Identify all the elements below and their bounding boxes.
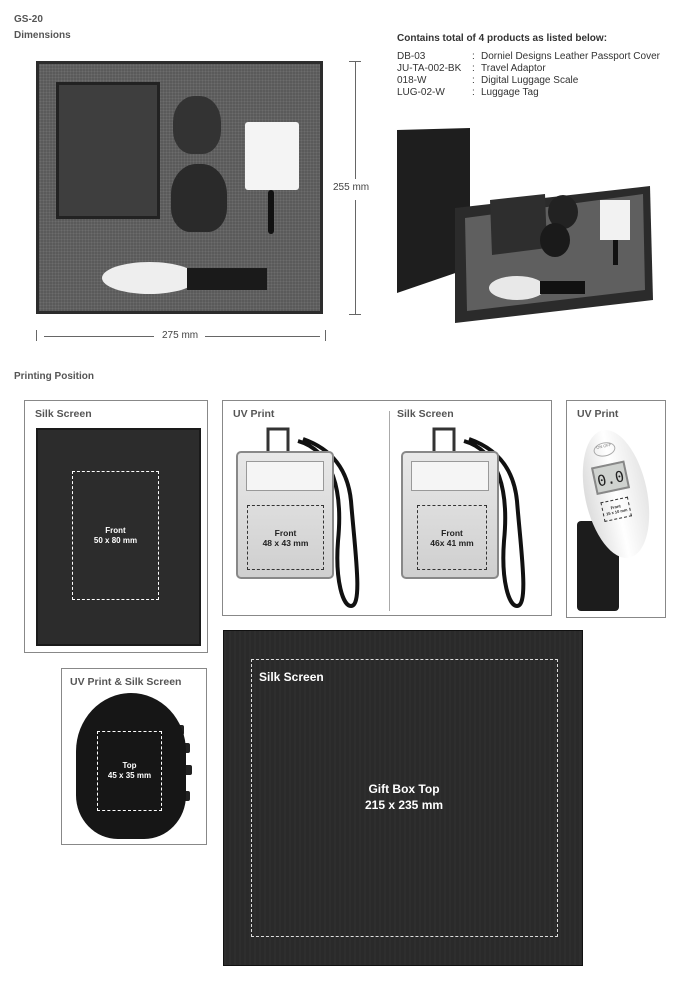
print-area-size: 45 x 35 mm [107, 771, 152, 780]
width-label: 275 mm [162, 330, 199, 341]
dimension-tick [349, 61, 361, 62]
list-item: LUG-02-W: Luggage Tag [397, 87, 660, 99]
print-area [251, 659, 558, 937]
list-item: 018-W: Digital Luggage Scale [397, 75, 660, 87]
tag-strap [613, 240, 618, 265]
luggage-tag [600, 200, 630, 240]
separator: : [472, 75, 475, 86]
item-name: Digital Luggage Scale [481, 75, 579, 86]
print-area-name: Front [105, 525, 126, 535]
height-dimension-line [355, 200, 356, 314]
on-off-button: ON OFF [592, 440, 617, 459]
passport-cover [490, 194, 547, 255]
adaptor [548, 195, 578, 229]
item-name: Dorniel Designs Leather Passport Cover [481, 51, 660, 62]
dimension-tick [325, 330, 326, 341]
print-area-size: 15 x 10 mm [605, 507, 628, 517]
print-area-size: 48 x 43 mm [262, 537, 309, 548]
print-area: Front 50 x 80 mm [72, 471, 159, 600]
print-area-size: 50 x 80 mm [93, 535, 138, 545]
scale-strap [187, 268, 267, 290]
print-method-label: UV Print & Silk Screen [70, 676, 182, 688]
item-code: LUG-02-W [397, 87, 445, 98]
gift-box-3d-photo [397, 128, 653, 323]
gift-set-photo [36, 61, 323, 314]
print-area: Front 48 x 43 mm [247, 505, 324, 570]
panel-luggage-tag: UV Print Silk Screen Front 48 x 43 mm Fr… [222, 400, 552, 616]
item-code: DB-03 [397, 51, 426, 62]
separator: : [472, 51, 475, 62]
print-area: Top 45 x 35 mm [97, 731, 162, 811]
print-method-label: Silk Screen [397, 408, 454, 420]
box-lid [397, 128, 470, 293]
separator: : [472, 63, 475, 74]
height-dimension-line [355, 61, 356, 179]
item-code: JU-TA-002-BK [397, 63, 462, 74]
print-area-size: 215 x 235 mm [364, 798, 444, 812]
panel-passport: Silk Screen Front 50 x 80 mm [24, 400, 208, 653]
passport-cover [56, 82, 160, 219]
adaptor-top [173, 96, 221, 154]
item-code: 018-W [397, 75, 427, 86]
list-item: DB-03: Dorniel Designs Leather Passport C… [397, 51, 660, 63]
print-area-name: Gift Box Top [368, 782, 440, 796]
panel-travel-adaptor: UV Print & Silk Screen Top 45 x 35 mm [61, 668, 207, 845]
panel-luggage-scale: UV Print ON OFF 0.0 Front 15 x 10 mm [566, 400, 666, 618]
adaptor [540, 223, 570, 257]
product-code: GS-20 [14, 14, 43, 25]
tag-window [246, 461, 324, 491]
print-method-label: Silk Screen [259, 670, 324, 684]
list-item: JU-TA-002-BK: Travel Adaptor [397, 63, 660, 75]
luggage-scale [102, 262, 197, 294]
adaptor-bottom [171, 164, 227, 232]
luggage-tag-image: Front 48 x 43 mm [236, 451, 334, 579]
luggage-tag-image: Front 46x 41 mm [401, 451, 499, 579]
separator: : [472, 87, 475, 98]
print-method-label: UV Print [233, 408, 275, 420]
print-method-label: Silk Screen [35, 408, 92, 420]
print-area-label: Gift Box Top 215 x 235 mm [224, 781, 584, 813]
width-dimension-line [44, 336, 154, 337]
tag-window [411, 461, 489, 491]
dimension-tick [349, 314, 361, 315]
scale-strap [540, 281, 585, 294]
print-area-name: Front [441, 527, 463, 538]
passport-cover-image: Front 50 x 80 mm [36, 428, 201, 646]
print-area: Front 15 x 10 mm [600, 496, 632, 522]
print-area-size: 46x 41 mm [430, 537, 474, 548]
print-method-label: UV Print [577, 408, 619, 420]
divider [389, 411, 390, 611]
printing-position-title: Printing Position [14, 371, 94, 382]
print-area: Front 46x 41 mm [417, 505, 487, 570]
tag-strap [268, 190, 274, 234]
height-label: 255 mm [333, 182, 370, 193]
width-dimension-line [205, 336, 320, 337]
gift-box-top-image: Silk Screen Gift Box Top 215 x 235 mm [223, 630, 583, 966]
item-name: Luggage Tag [481, 87, 539, 98]
print-area-name: Front [274, 527, 297, 538]
print-area-name: Top [122, 761, 137, 770]
dimension-tick [36, 330, 37, 341]
contents-title: Contains total of 4 products as listed b… [397, 33, 608, 44]
contents-list: DB-03: Dorniel Designs Leather Passport C… [397, 51, 660, 99]
scale-display: 0.0 [590, 460, 631, 496]
adaptor-pin [182, 765, 192, 775]
item-name: Travel Adaptor [481, 63, 546, 74]
section-title-dimensions: Dimensions [14, 30, 71, 41]
luggage-scale [489, 276, 545, 300]
luggage-tag [245, 122, 299, 190]
travel-adaptor-image: Top 45 x 35 mm [76, 693, 186, 839]
